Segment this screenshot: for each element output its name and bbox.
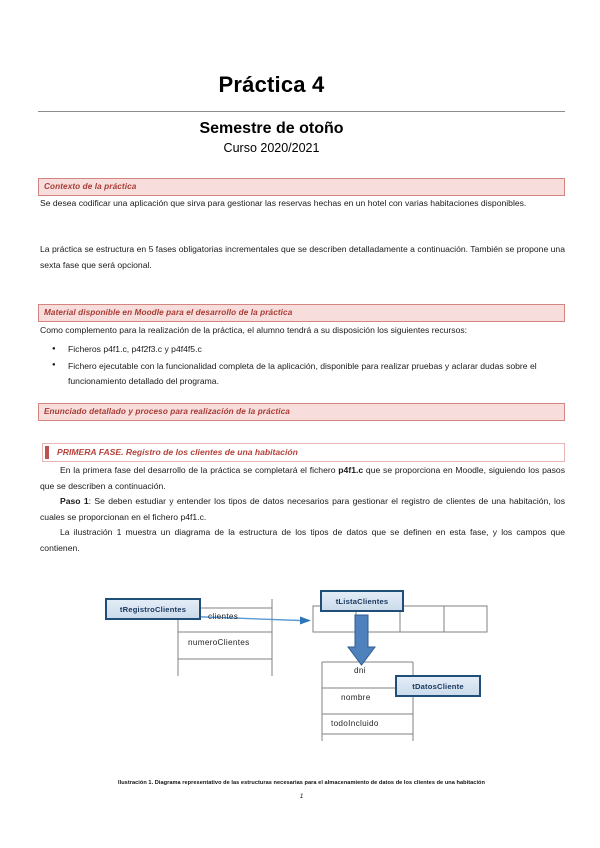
diagram-canvas <box>177 599 488 741</box>
list-item: Fichero ejecutable con la funcionalidad … <box>40 358 565 390</box>
filename-bold: p4f1.c <box>338 465 364 475</box>
list-item: Ficheros p4f1.c, p4f2f3.c y p4f4f5.c <box>40 342 565 358</box>
registro-clientes-table <box>177 599 273 676</box>
diagram-field-numeroclientes: numeroClientes <box>188 638 250 647</box>
subsection-heading-label: PRIMERA FASE. Registro de los clientes d… <box>57 447 298 457</box>
accent-bar <box>45 446 49 459</box>
contexto-paragraph-1: Se desea codificar una aplicación que si… <box>40 198 527 208</box>
diagram-field-todoincluido: todoIncluido <box>331 719 379 728</box>
title-divider <box>38 111 565 112</box>
diagram-box-tlistaclientes: tListaClientes <box>320 590 404 612</box>
section-heading-material: Material disponible en Moodle para el de… <box>38 304 565 322</box>
material-resource-list: Ficheros p4f1.c, p4f2f3.c y p4f4f5.c Fic… <box>40 342 565 391</box>
document-course: Curso 2020/2021 <box>223 141 320 155</box>
contexto-paragraph-2: La práctica se estructura en 5 fases obl… <box>40 244 565 270</box>
type-structure-diagram: tRegistroClientes tListaClientes tDatosC… <box>0 575 600 770</box>
page-number: 1 <box>299 793 304 800</box>
subsection-heading-primera-fase: PRIMERA FASE. Registro de los clientes d… <box>42 443 565 462</box>
paso-1-text: : Se deben estudiar y entender los tipos… <box>40 496 565 522</box>
diagram-field-nombre: nombre <box>341 693 371 702</box>
section-heading-contexto: Contexto de la práctica <box>38 178 565 196</box>
document-subtitle: Semestre de otoño <box>199 120 344 137</box>
material-intro-paragraph: Como complemento para la realización de … <box>40 325 468 335</box>
paragraph-part-a: En la primera fase del desarrollo de la … <box>60 465 339 475</box>
composition-arrow-down <box>347 614 376 666</box>
ilustracion-reference-paragraph: La ilustración 1 muestra un diagrama de … <box>40 527 565 553</box>
figure-caption: Ilustración 1. Diagrama representativo d… <box>117 780 485 786</box>
primera-fase-paragraph-1: En la primera fase del desarrollo de la … <box>40 463 565 494</box>
diagram-box-tdatoscliente: tDatosCliente <box>395 675 481 697</box>
diagram-field-clientes: clientes <box>208 612 239 621</box>
paso-1-label: Paso 1 <box>60 496 89 506</box>
diagram-field-dni: dni <box>354 666 366 675</box>
diagram-box-tregistroclientes: tRegistroClientes <box>105 598 201 620</box>
page-title: Práctica 4 <box>218 72 325 97</box>
title-block: Práctica 4 Semestre de otoño Curso 2020/… <box>38 72 565 155</box>
section-heading-enunciado: Enunciado detallado y proceso para reali… <box>38 403 565 421</box>
paragraph-part-b: que se proporciona en Moodle, siguiendo … <box>40 465 565 491</box>
paso-1-paragraph: Paso 1: Se deben estudiar y entender los… <box>40 494 565 525</box>
